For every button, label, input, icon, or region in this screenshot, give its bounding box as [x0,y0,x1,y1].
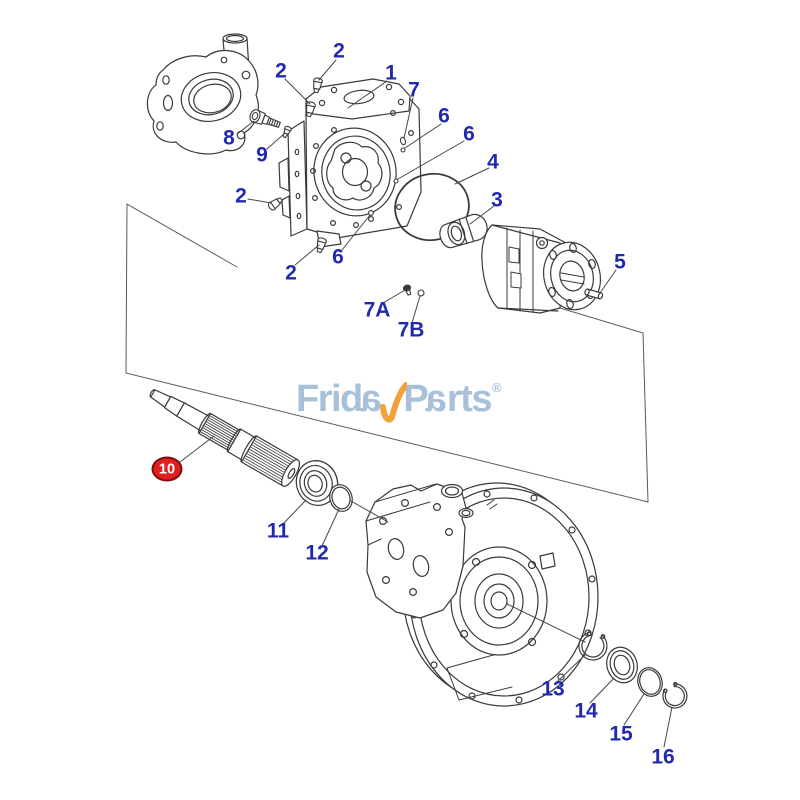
pin-7 [399,136,407,146]
pin-5 [584,288,604,300]
cylinder-block-5 [481,224,604,314]
o-ring-4 [394,172,470,242]
ball-6b [393,178,399,184]
bushing-3 [439,213,488,249]
mount-bracket [146,33,259,155]
shaft-seal-bore [450,546,548,656]
drive-shaft-10 [149,389,301,487]
watermark-text-frid: Frid [296,378,363,420]
bearing-11 [295,460,339,506]
bolt-2-top [313,77,323,94]
ring-7b [417,289,425,297]
section-plane-lines [125,203,649,503]
valve-block [365,483,474,619]
screw-9 [282,125,292,139]
leader-lines [179,59,673,748]
check-swoosh-icon [379,382,410,438]
ring-12 [329,484,353,512]
ball-6c [368,210,374,216]
pump-front-case [278,78,422,248]
ball-6a [400,147,406,153]
watermark-text-rts: rts [446,378,493,420]
bolt-2-upper [305,101,316,118]
bolt-2-left [267,197,283,211]
ring-15 [637,667,663,697]
bolt-2-bottom [316,237,327,254]
snap-ring-13 [578,631,608,661]
snap-ring-16 [662,681,688,709]
plug-7a [402,284,412,296]
pump-assembly-housing [365,482,599,707]
oil-seal-14 [606,646,638,684]
fitting-8 [249,109,281,128]
watermark-text-p: P [403,378,428,420]
registered-mark: ® [492,380,502,395]
